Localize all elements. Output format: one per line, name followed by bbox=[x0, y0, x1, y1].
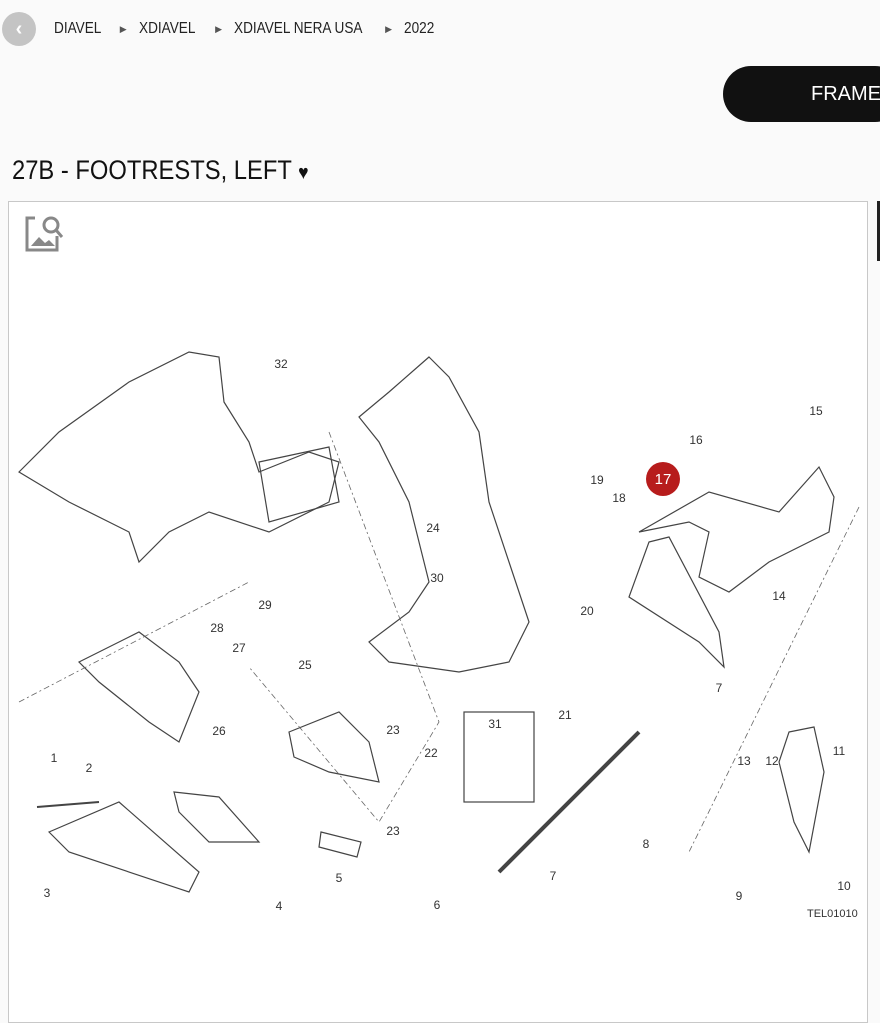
exploded-parts-diagram: 1234567789101112131415161718192021222323… bbox=[18, 351, 860, 920]
callout-6[interactable]: 6 bbox=[434, 898, 441, 912]
callout-26[interactable]: 26 bbox=[212, 724, 226, 738]
callout-24[interactable]: 24 bbox=[426, 521, 440, 535]
drawing-reference: TEL01010 bbox=[807, 908, 858, 920]
callout-11[interactable]: 11 bbox=[833, 744, 846, 758]
callout-5[interactable]: 5 bbox=[336, 871, 343, 885]
callout-7[interactable]: 7 bbox=[550, 869, 557, 883]
callout-31[interactable]: 31 bbox=[488, 717, 502, 731]
callout-21[interactable]: 21 bbox=[558, 708, 572, 722]
callout-28[interactable]: 28 bbox=[210, 621, 224, 635]
callout-19[interactable]: 19 bbox=[590, 473, 604, 487]
breadcrumb-item[interactable]: DIAVEL bbox=[54, 20, 102, 37]
breadcrumb-item[interactable]: XDIAVEL bbox=[138, 20, 196, 37]
callout-label: 17 bbox=[655, 471, 672, 488]
callout-18[interactable]: 18 bbox=[612, 491, 626, 505]
caret-right-icon: ▶ bbox=[119, 23, 127, 34]
callout-8[interactable]: 8 bbox=[643, 837, 650, 851]
callout-14[interactable]: 14 bbox=[772, 589, 786, 603]
caret-right-icon: ▶ bbox=[215, 23, 222, 34]
callout-9[interactable]: 9 bbox=[736, 889, 743, 903]
callout-22[interactable]: 22 bbox=[424, 746, 438, 760]
callout-29[interactable]: 29 bbox=[258, 598, 272, 612]
callout-15[interactable]: 15 bbox=[809, 404, 823, 418]
callout-23[interactable]: 23 bbox=[386, 723, 400, 737]
callout-32[interactable]: 32 bbox=[274, 357, 288, 371]
callout-13[interactable]: 13 bbox=[737, 754, 751, 768]
page-title: 27B - FOOTRESTS, LEFT bbox=[12, 155, 292, 185]
page-title-dropdown[interactable]: 27B - FOOTRESTS, LEFT ♥ bbox=[12, 155, 309, 186]
callout-marker[interactable] bbox=[646, 462, 680, 496]
caret-down-icon: ♥ bbox=[298, 162, 309, 184]
back-button[interactable]: ‹ bbox=[2, 12, 36, 46]
callout-23[interactable]: 23 bbox=[386, 824, 400, 838]
chevron-left-icon: ‹ bbox=[15, 17, 23, 40]
breadcrumb: ‹ DIAVEL ▶ XDIAVEL ▶ XDIAVEL NERA USA ▶ … bbox=[0, 12, 440, 46]
callout-12[interactable]: 12 bbox=[765, 754, 779, 768]
callout-16[interactable]: 16 bbox=[689, 433, 703, 447]
caret-right-icon: ▶ bbox=[385, 23, 393, 34]
callout-25[interactable]: 25 bbox=[298, 658, 312, 672]
callout-4[interactable]: 4 bbox=[276, 899, 283, 913]
callout-20[interactable]: 20 bbox=[580, 604, 594, 618]
image-zoom-icon[interactable] bbox=[21, 212, 65, 256]
callout-2[interactable]: 2 bbox=[86, 761, 93, 775]
callout-17-highlighted[interactable]: 17 bbox=[646, 462, 680, 496]
callout-10[interactable]: 10 bbox=[837, 879, 851, 893]
frame-category-button[interactable]: FRAME bbox=[723, 66, 880, 122]
breadcrumb-item[interactable]: 2022 bbox=[404, 20, 435, 37]
callout-7[interactable]: 7 bbox=[716, 681, 723, 695]
callout-3[interactable]: 3 bbox=[44, 886, 51, 900]
scrollbar[interactable] bbox=[877, 201, 880, 261]
breadcrumb-item[interactable]: XDIAVEL NERA USA bbox=[233, 20, 363, 37]
callout-30[interactable]: 30 bbox=[430, 571, 444, 585]
parts-drawing bbox=[18, 351, 835, 893]
callout-1[interactable]: 1 bbox=[51, 751, 58, 765]
callout-27[interactable]: 27 bbox=[232, 641, 246, 655]
